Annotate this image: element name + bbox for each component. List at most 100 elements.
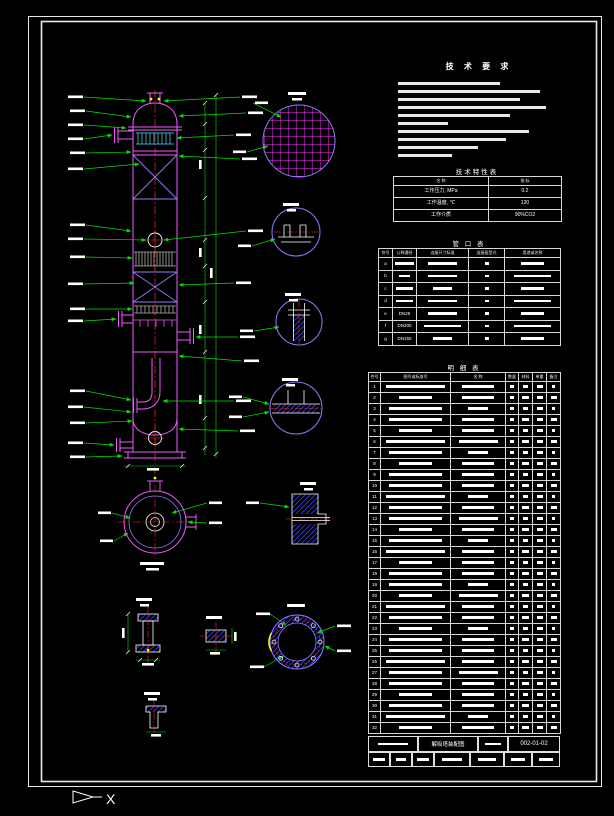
cell <box>450 711 506 723</box>
cell <box>416 282 469 296</box>
title-block-cell <box>434 752 470 767</box>
cell <box>532 645 547 657</box>
illegible-text-mark <box>468 583 488 586</box>
table-row: 17 <box>368 557 561 569</box>
cell <box>416 332 469 346</box>
cell <box>518 524 533 536</box>
cell: 8 <box>368 458 381 470</box>
table-row: 6 <box>368 436 561 448</box>
illegible-text-mark <box>389 517 442 520</box>
illegible-text-mark <box>550 638 557 641</box>
cell: 9 <box>368 469 381 481</box>
cell <box>532 469 547 481</box>
illegible-text-mark <box>389 418 442 421</box>
cell <box>505 667 519 679</box>
illegible-text-mark <box>386 660 445 663</box>
cell <box>450 414 506 426</box>
cell: DN150 <box>392 332 417 346</box>
internal-braces <box>132 154 178 303</box>
illegible-text-mark <box>462 396 494 399</box>
cell <box>505 436 519 448</box>
cell <box>532 711 547 723</box>
cell: 23 <box>368 623 381 635</box>
table-row: a <box>378 257 561 271</box>
illegible-text-mark <box>523 649 528 652</box>
cell <box>546 524 561 536</box>
cell: 30 <box>368 700 381 712</box>
illegible-text-mark <box>536 693 543 696</box>
illegible-text-mark <box>536 726 543 729</box>
ucs-icon[interactable]: X <box>72 790 116 807</box>
cell <box>505 689 519 701</box>
illegible-text-mark <box>521 440 530 443</box>
cell <box>518 568 533 580</box>
cell <box>518 612 533 624</box>
illegible-text-mark <box>398 561 433 564</box>
cell <box>392 282 417 296</box>
nozzles <box>114 127 194 452</box>
illegible-text-mark <box>514 299 551 303</box>
cell <box>546 425 561 437</box>
dimension-lines <box>124 95 217 467</box>
illegible-text-mark <box>484 299 489 303</box>
illegible-text-mark <box>536 451 543 454</box>
illegible-text-mark <box>484 312 489 315</box>
detail-gasket-section <box>200 616 237 656</box>
cell <box>546 590 561 602</box>
cell <box>392 294 417 308</box>
illegible-text-mark <box>523 451 528 454</box>
illegible-text-mark <box>523 561 528 564</box>
illegible-text-mark <box>536 396 543 399</box>
illegible-text-mark <box>468 451 488 454</box>
cell: 26 <box>368 656 381 668</box>
tech-req-line <box>398 97 520 101</box>
cell <box>505 425 519 437</box>
illegible-text-mark <box>521 550 530 553</box>
illegible-text-mark <box>458 594 498 597</box>
illegible-text-mark <box>536 539 543 542</box>
illegible-text-mark <box>386 715 445 718</box>
tech-req-line <box>398 137 506 141</box>
illegible-text-mark <box>510 671 514 674</box>
cell <box>380 436 451 448</box>
title-block: 解吸塔装配图 002-01-02 <box>368 736 560 767</box>
illegible-text-mark <box>520 312 545 315</box>
cell: 13 <box>368 513 381 525</box>
illegible-text-mark <box>389 572 442 575</box>
illegible-text-mark <box>398 594 433 597</box>
cell <box>450 447 506 459</box>
cell <box>532 502 547 514</box>
cell <box>546 557 561 569</box>
illegible-text-mark <box>433 337 452 340</box>
cell <box>546 722 561 734</box>
detail-flange-section <box>286 482 336 545</box>
cell <box>518 711 533 723</box>
cell <box>468 332 505 346</box>
cell <box>546 535 561 547</box>
illegible-text-mark <box>536 594 543 597</box>
table-row: 8 <box>368 458 561 470</box>
illegible-text-mark <box>521 462 530 465</box>
cell: b <box>378 269 393 283</box>
cell <box>450 645 506 657</box>
cell <box>468 269 505 283</box>
cell <box>380 689 451 701</box>
illegible-text-mark <box>389 682 442 685</box>
illegible-text-mark <box>468 627 488 630</box>
illegible-text-mark <box>510 517 514 520</box>
illegible-text-mark <box>521 616 530 619</box>
illegible-text-mark <box>510 561 514 564</box>
cell <box>380 546 451 558</box>
cell <box>380 579 451 591</box>
illegible-text-mark <box>552 495 555 498</box>
dimension-ticks <box>125 92 219 469</box>
cell <box>416 307 469 321</box>
tower-top-view <box>118 476 197 571</box>
illegible-text-mark <box>396 299 413 303</box>
table-row: 23 <box>368 623 561 635</box>
cell <box>450 469 506 481</box>
illegible-text-mark <box>462 616 494 619</box>
table-row: 27 <box>368 667 561 679</box>
